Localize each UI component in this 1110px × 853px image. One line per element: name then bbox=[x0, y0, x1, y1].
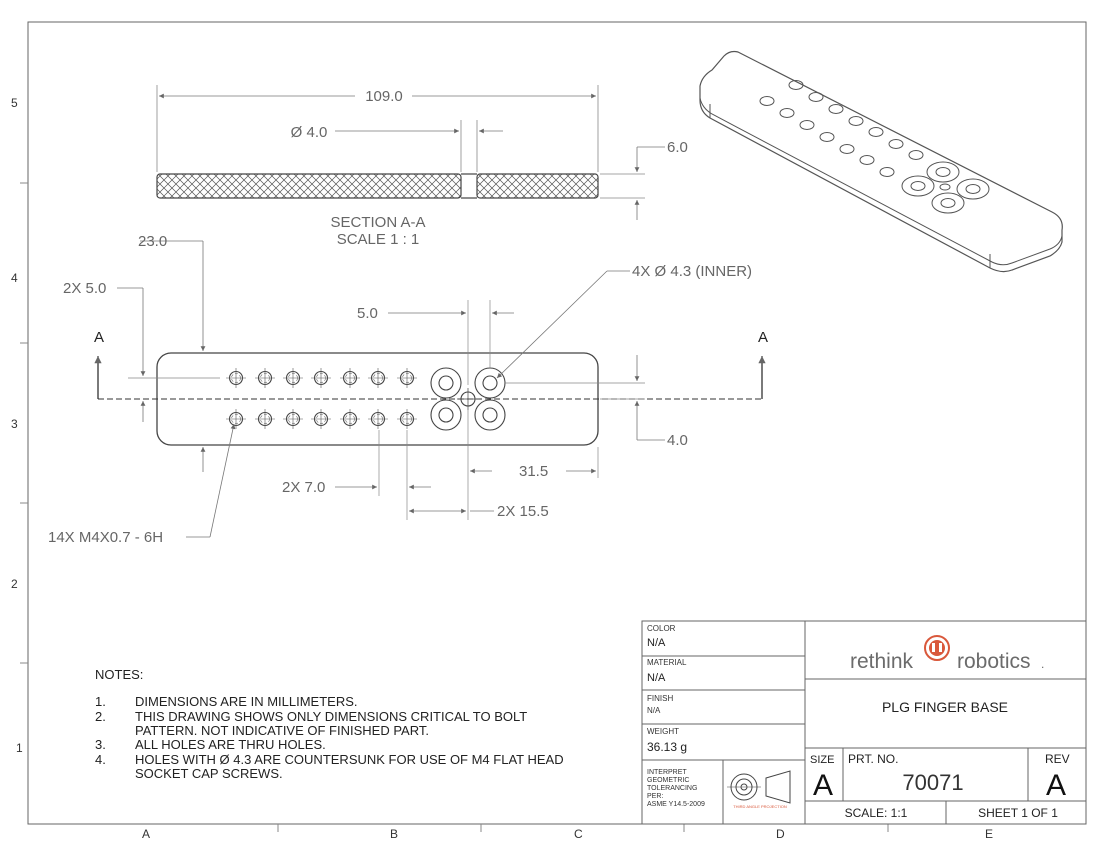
part-number-value: 70071 bbox=[902, 770, 963, 795]
zone-row-4: 4 bbox=[11, 271, 18, 285]
rev-label: REV bbox=[1045, 752, 1070, 766]
dim-5: 5.0 bbox=[357, 305, 378, 322]
size-label: SIZE bbox=[810, 754, 834, 766]
rethink-robotics-logo: rethink robotics . bbox=[850, 635, 1044, 673]
dim-2x5: 2X 5.0 bbox=[63, 280, 106, 297]
notes-heading: NOTES: bbox=[95, 667, 143, 682]
zone-col-c: C bbox=[574, 827, 583, 841]
color-label: COLOR bbox=[647, 624, 676, 633]
note-2-line-2: PATTERN. NOT INDICATIVE OF FINISHED PART… bbox=[135, 723, 429, 738]
zone-row-2: 2 bbox=[11, 577, 18, 591]
third-angle-projection-icon bbox=[727, 770, 791, 804]
tolerancing-line-3: TOLERANCING bbox=[647, 785, 697, 792]
tolerancing-line-1: INTERPRET bbox=[647, 769, 687, 776]
finish-value: N/A bbox=[647, 706, 661, 715]
zone-row-3: 3 bbox=[11, 417, 18, 431]
cut-label-right: A bbox=[758, 329, 768, 346]
section-body-right bbox=[476, 173, 599, 199]
scale-text: SCALE: 1:1 bbox=[845, 806, 908, 820]
material-value: N/A bbox=[647, 672, 666, 684]
finish-label: FINISH bbox=[647, 694, 673, 703]
cut-label-left: A bbox=[94, 329, 104, 346]
color-value: N/A bbox=[647, 637, 666, 649]
zone-ticks bbox=[20, 182, 889, 832]
dim-2x15-5: 2X 15.5 bbox=[497, 503, 549, 520]
size-value: A bbox=[813, 769, 833, 802]
plan-view: A A 23.0 2X 5.0 5.0 bbox=[48, 233, 768, 546]
dim-4: 4.0 bbox=[667, 432, 688, 449]
dim-hole-4: Ø 4.0 bbox=[291, 124, 328, 141]
section-title: SECTION A-A bbox=[330, 214, 425, 231]
dim-2x7: 2X 7.0 bbox=[282, 479, 325, 496]
threaded-holes bbox=[226, 368, 417, 429]
tolerancing-line-5: ASME Y14.5-2009 bbox=[647, 801, 705, 808]
logo-text-right: robotics bbox=[957, 650, 1031, 673]
note-3-num: 3. bbox=[95, 737, 106, 752]
note-2-line-1: THIS DRAWING SHOWS ONLY DIMENSIONS CRITI… bbox=[135, 709, 527, 724]
sheet-border bbox=[27, 21, 1087, 825]
dim-thread: 14X M4X0.7 - 6H bbox=[48, 529, 163, 546]
dim-23: 23.0 bbox=[138, 233, 167, 250]
logo-text-left: rethink bbox=[850, 650, 914, 673]
title-block bbox=[641, 620, 1087, 825]
dim-31-5: 31.5 bbox=[519, 463, 548, 480]
section-body-left bbox=[156, 173, 462, 199]
zone-col-a: A bbox=[142, 827, 150, 841]
note-1-num: 1. bbox=[95, 694, 106, 709]
zone-col-b: B bbox=[390, 827, 398, 841]
note-4-line-2: SOCKET CAP SCREWS. bbox=[135, 766, 283, 781]
logo-suffix: . bbox=[1041, 657, 1044, 671]
section-scale: SCALE 1 : 1 bbox=[337, 231, 420, 248]
zone-col-e: E bbox=[985, 827, 993, 841]
dim-109: 109.0 bbox=[365, 88, 403, 105]
tolerancing-line-2: GEOMETRIC bbox=[647, 777, 689, 784]
section-view: 109.0 Ø 4.0 6.0 SECTION A-A SCALE 1 : 1 bbox=[156, 85, 688, 248]
note-4-line-1: HOLES WITH Ø 4.3 ARE COUNTERSUNK FOR USE… bbox=[135, 752, 564, 767]
note-3-line-1: ALL HOLES ARE THRU HOLES. bbox=[135, 737, 326, 752]
notes-block: NOTES: 1. DIMENSIONS ARE IN MILLIMETERS.… bbox=[95, 667, 564, 781]
weight-label: WEIGHT bbox=[647, 727, 679, 736]
isometric-view bbox=[699, 50, 1063, 273]
dim-inner-hole: 4X Ø 4.3 (INNER) bbox=[632, 263, 752, 280]
rev-value: A bbox=[1046, 769, 1066, 802]
note-1-line-1: DIMENSIONS ARE IN MILLIMETERS. bbox=[135, 694, 358, 709]
weight-value: 36.13 g bbox=[647, 740, 687, 754]
sheet-text: SHEET 1 OF 1 bbox=[978, 806, 1058, 820]
zone-row-5: 5 bbox=[11, 96, 18, 110]
projection-label: THIRD ANGLE PROJECTION bbox=[733, 804, 787, 809]
zone-row-1: 1 bbox=[16, 741, 23, 755]
zone-col-d: D bbox=[776, 827, 785, 841]
note-4-num: 4. bbox=[95, 752, 106, 767]
tolerancing-line-4: PER: bbox=[647, 793, 663, 800]
dim-thickness: 6.0 bbox=[667, 139, 688, 156]
material-label: MATERIAL bbox=[647, 658, 687, 667]
note-2-num: 2. bbox=[95, 709, 106, 724]
part-number-label: PRT. NO. bbox=[848, 752, 898, 766]
part-title: PLG FINGER BASE bbox=[882, 699, 1008, 715]
